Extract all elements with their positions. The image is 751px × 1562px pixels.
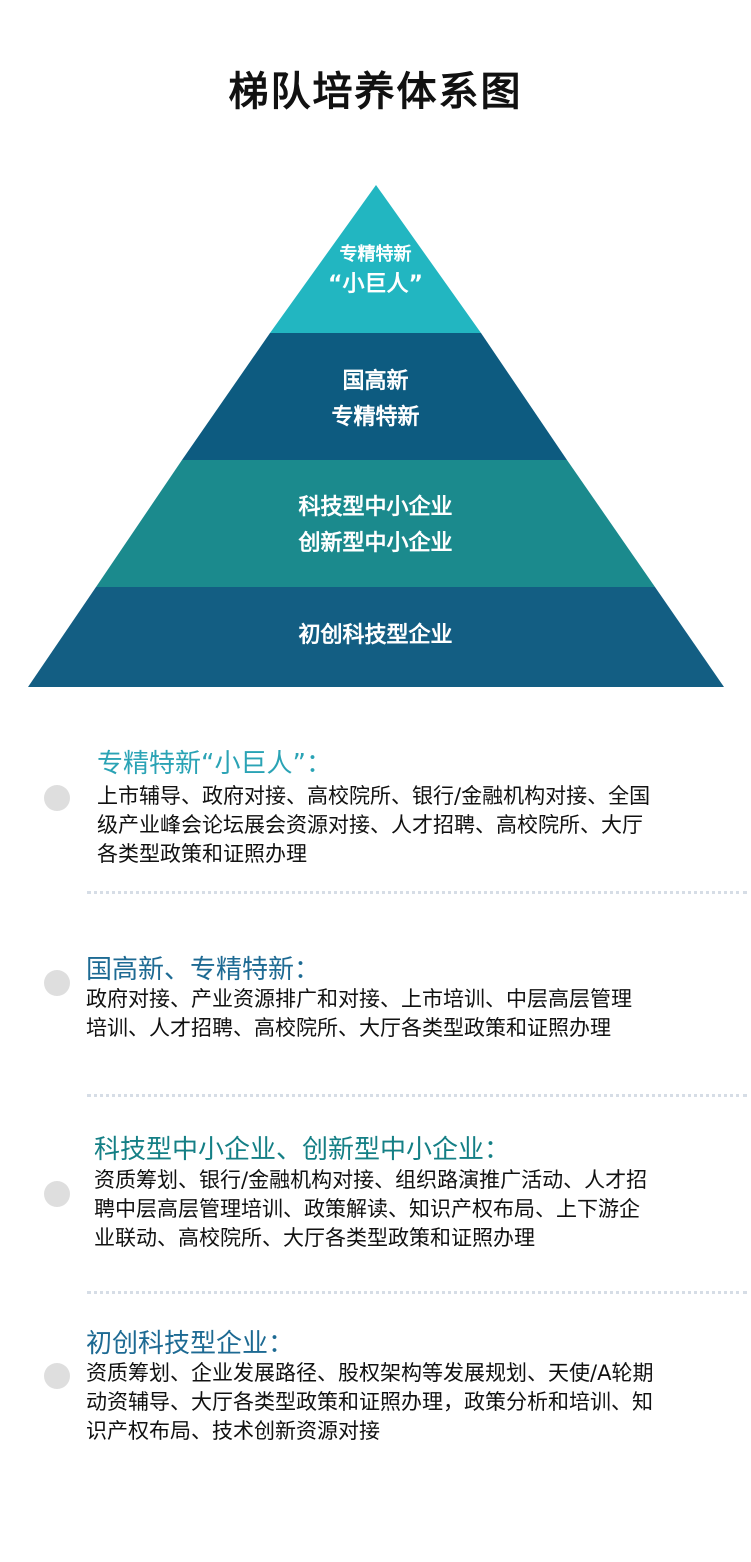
section-heading: 科技型中小企业、创新型中小企业： xyxy=(94,1135,511,1165)
pyramid-tier-3 xyxy=(96,460,655,587)
section-body: 政府对接、产业资源排广和对接、上市培训、中层高层管理 培训、人才招聘、高校院所、… xyxy=(86,987,632,1040)
tier-label-4: 初创科技型企业 xyxy=(0,618,751,654)
tier-label-1: 专精特新 “小巨人” xyxy=(0,240,751,300)
bullet-dot xyxy=(44,1363,70,1389)
divider xyxy=(87,891,747,894)
section-body: 资质筹划、银行/金融机构对接、组织路演推广活动、人才招 聘中层高层管理培训、政策… xyxy=(94,1168,648,1250)
pyramid-diagram xyxy=(28,185,724,687)
section-heading: 国高新、专精特新： xyxy=(86,955,321,985)
bullet-dot xyxy=(44,785,70,811)
tier-2-line-2: 专精特新 xyxy=(331,405,420,430)
section-body: 上市辅导、政府对接、高校院所、银行/金融机构对接、全国 级产业峰会论坛展会资源对… xyxy=(97,784,651,866)
tier-1-line-1: 专精特新 xyxy=(339,244,412,265)
pyramid-tier-1 xyxy=(270,185,481,333)
divider xyxy=(87,1291,747,1294)
tier-label-2: 国高新 专精特新 xyxy=(0,364,751,436)
pyramid-tier-2 xyxy=(182,333,567,460)
tier-4-line-1: 初创科技型企业 xyxy=(298,623,453,648)
section-heading: 初创科技型企业： xyxy=(86,1329,295,1359)
section-body: 资质筹划、企业发展路径、股权架构等发展规划、天使/A轮期 动资辅导、大厅各类型政… xyxy=(86,1361,654,1443)
pyramid-tier-4 xyxy=(28,587,724,687)
bullet-dot xyxy=(44,970,70,996)
divider xyxy=(87,1094,747,1097)
tier-1-line-2: “小巨人” xyxy=(328,272,423,297)
tier-2-line-1: 国高新 xyxy=(342,369,409,394)
bullet-dot xyxy=(44,1181,70,1207)
page-title: 梯队培养体系图 xyxy=(228,69,523,115)
tier-3-line-2: 创新型中小企业 xyxy=(298,531,453,556)
section-heading: 专精特新“小巨人”： xyxy=(97,749,332,779)
tier-label-3: 科技型中小企业 创新型中小企业 xyxy=(0,490,751,562)
tier-3-line-1: 科技型中小企业 xyxy=(298,495,453,520)
